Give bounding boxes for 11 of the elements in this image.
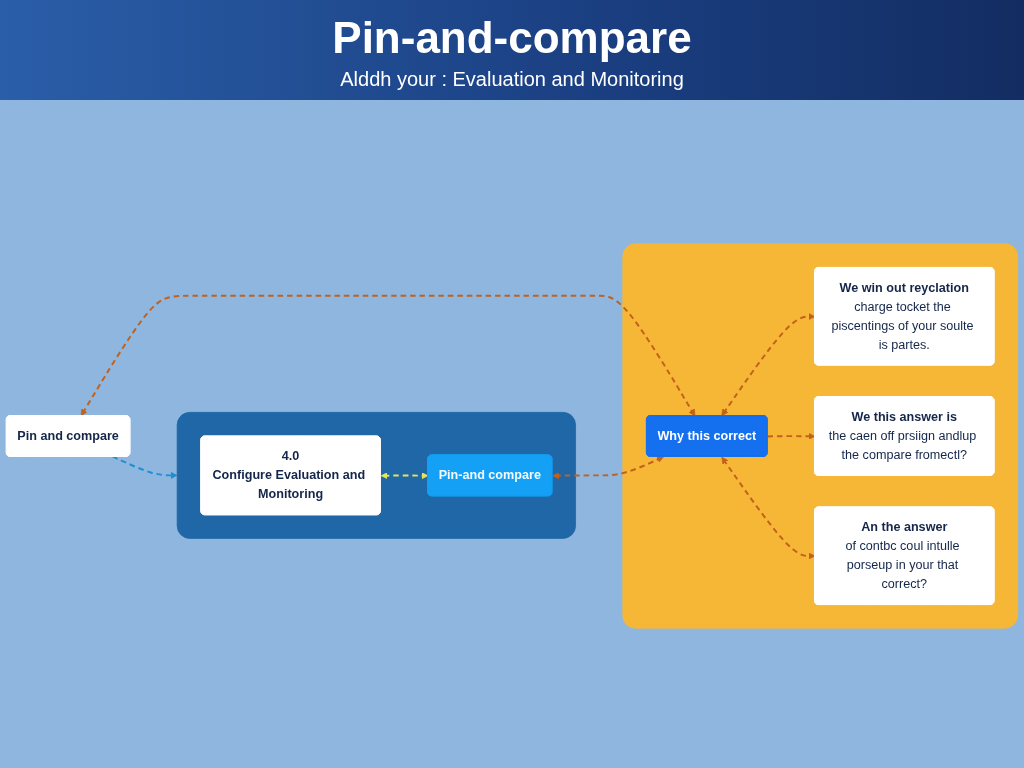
arrow [552,456,664,480]
arrow [80,294,696,417]
cluster [622,243,1019,629]
cluster [176,411,576,539]
arrow [721,456,816,560]
arrow [721,313,816,416]
arrow [766,432,816,440]
subtitle: Alddh your : Evaluation and Monitoring [340,67,684,92]
arrow [380,472,429,480]
arrow [111,455,178,479]
diagram-title: Pin-and-compare [332,12,692,64]
